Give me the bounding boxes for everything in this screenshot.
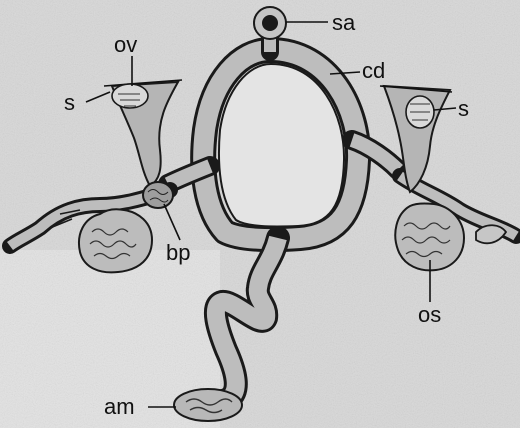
left-sac [79, 209, 152, 272]
am-ampulla [174, 389, 242, 421]
label-ov: ov [114, 32, 137, 57]
label-sa: sa [332, 10, 356, 35]
left-bp-pouch [143, 182, 173, 208]
label-s-left: s [64, 90, 75, 115]
label-os: os [418, 302, 441, 327]
label-am: am [104, 394, 135, 419]
label-bp: bp [166, 240, 190, 265]
label-cd: cd [362, 58, 385, 83]
label-s-right: s [458, 96, 469, 121]
sa-bulb [254, 7, 286, 39]
